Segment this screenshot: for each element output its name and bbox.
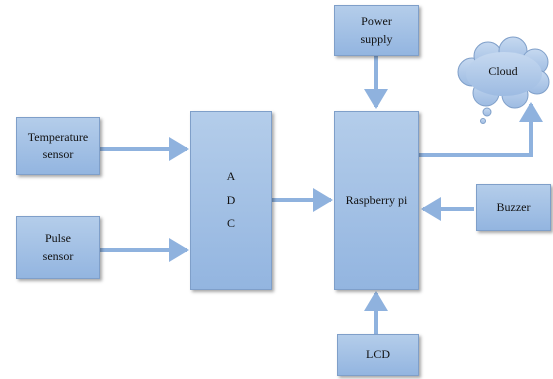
power-supply-label-line1: Power: [361, 14, 392, 29]
raspberry-pi-label: Raspberry pi: [345, 192, 408, 207]
adc-letter-a: A: [226, 169, 236, 184]
buzzer-label: Buzzer: [496, 199, 531, 214]
temperature-sensor-label-line2: sensor: [42, 147, 74, 161]
lcd-block: LCD: [337, 334, 419, 376]
adc-block: A D C: [190, 111, 272, 290]
cloud-label: Cloud: [488, 64, 518, 78]
temperature-sensor-label-line1: Temperature: [27, 129, 89, 144]
pulse-sensor-label-line1: Pulse: [44, 231, 71, 246]
power-supply-block: Power supply: [334, 5, 419, 56]
pulse-sensor-label-line2: sensor: [42, 248, 74, 263]
power-supply-label-line2: supply: [360, 31, 393, 46]
adc-letter-d: D: [226, 192, 236, 207]
raspberry-pi-block: Raspberry pi: [334, 111, 419, 290]
pulse-sensor-block: Pulse sensor: [16, 216, 100, 279]
buzzer-block: Buzzer: [476, 184, 551, 231]
temperature-sensor-block: Temperature sensor: [16, 117, 100, 175]
lcd-label: LCD: [366, 347, 390, 362]
arrow-raspberry-to-cloud: [419, 102, 543, 157]
adc-letter-c: C: [226, 216, 235, 231]
cloud-shape: [457, 36, 550, 124]
